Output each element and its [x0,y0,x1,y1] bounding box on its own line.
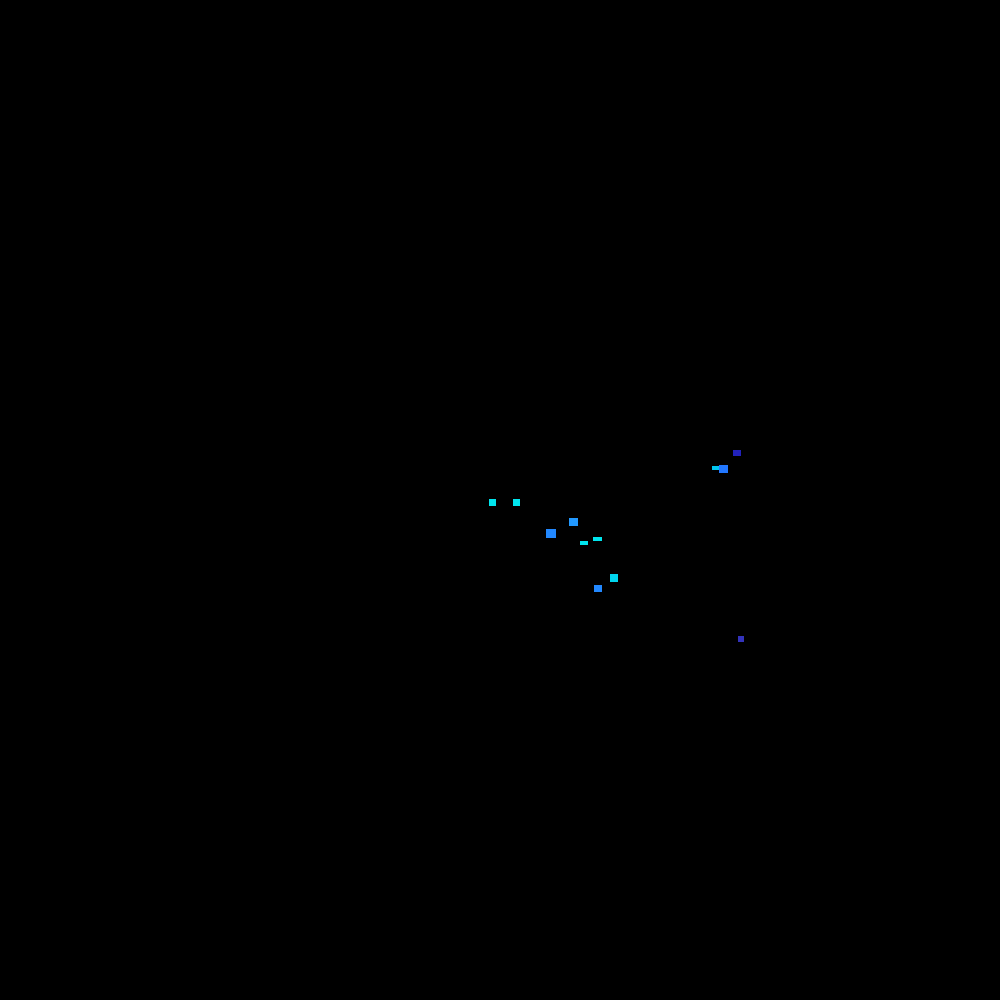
pixel-dot [569,518,578,526]
pixel-dot [610,574,618,582]
pixel-dot [489,499,496,506]
pixel-dot [719,465,728,473]
pixel-dot [733,450,741,456]
pixel-dot [580,541,588,545]
pixel-dot [594,585,602,592]
pixel-dot [546,529,556,538]
pixel-dot [712,466,720,470]
pixel-dot [738,636,744,642]
pixel-dot [513,499,520,506]
pixel-dot [593,537,602,541]
